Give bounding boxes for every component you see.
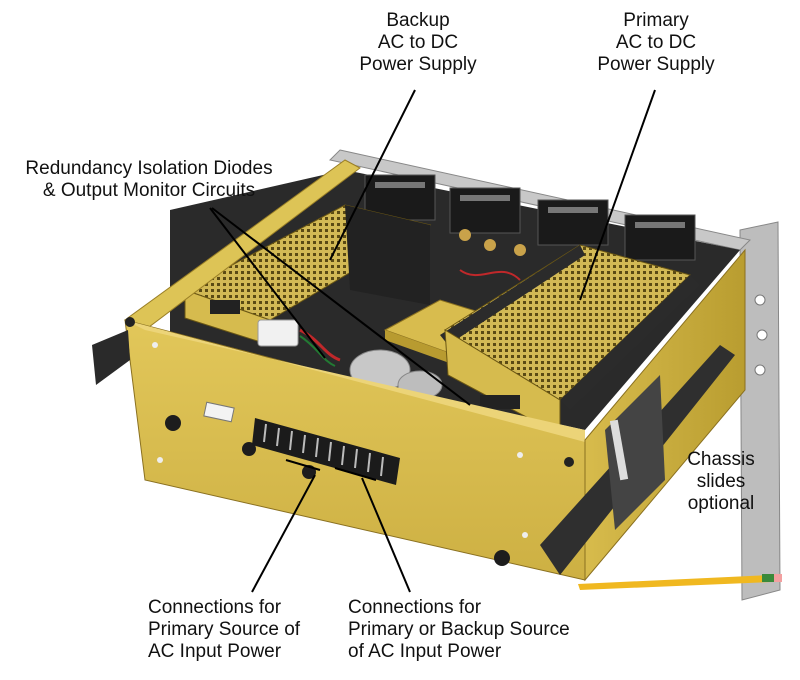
callout-primary-input — [251, 474, 316, 593]
label-line: Chassis — [687, 449, 755, 470]
label-line: Power Supply — [359, 54, 477, 75]
chassis-slide-left — [92, 330, 130, 385]
center-terminals — [459, 229, 526, 281]
terminal-strip — [252, 418, 400, 485]
pencil-scale-reference — [578, 574, 782, 590]
label-line: Connections for — [148, 597, 282, 618]
label-line: of AC Input Power — [348, 641, 502, 662]
chassis-slide-right — [540, 345, 735, 575]
label-line: Redundancy Isolation Diodes — [25, 158, 273, 179]
label-primary-input: Connections for Primary Source of AC Inp… — [148, 597, 300, 663]
label-line: AC to DC — [615, 32, 697, 53]
callout-primary-or-backup-input — [361, 477, 411, 593]
label-line: Primary Source of — [148, 619, 301, 640]
callout-primary — [579, 89, 656, 301]
label-line: slides — [696, 471, 746, 492]
label-primary-supply: Primary AC to DC Power Supply — [588, 10, 724, 76]
callout-lines — [209, 89, 656, 593]
cooling-fans — [364, 174, 696, 261]
label-backup-supply: Backup AC to DC Power Supply — [350, 10, 486, 76]
label-line: Power Supply — [597, 54, 715, 75]
label-primary-or-backup-input: Connections for Primary or Backup Source… — [348, 597, 570, 663]
primary-power-supply — [440, 244, 700, 436]
label-line: Connections for — [348, 597, 482, 618]
label-line: optional — [687, 493, 755, 514]
label-isolation-diodes: Redundancy Isolation Diodes & Output Mon… — [14, 158, 284, 202]
callout-diodes-b — [211, 207, 471, 406]
label-line: Backup — [386, 10, 450, 31]
rack-ear — [739, 221, 781, 601]
callout-backup — [329, 89, 416, 261]
callout-diodes-a — [209, 207, 326, 359]
backup-power-supply — [183, 204, 432, 346]
label-line: Primary or Backup Source — [348, 619, 570, 640]
label-line: & Output Monitor Circuits — [42, 180, 256, 201]
label-chassis-slides: Chassis slides optional — [676, 449, 766, 515]
label-line: AC Input Power — [148, 641, 282, 662]
front-screws — [125, 317, 574, 538]
label-line: Primary — [623, 10, 689, 31]
label-line: AC to DC — [377, 32, 459, 53]
nameplate — [203, 401, 235, 423]
